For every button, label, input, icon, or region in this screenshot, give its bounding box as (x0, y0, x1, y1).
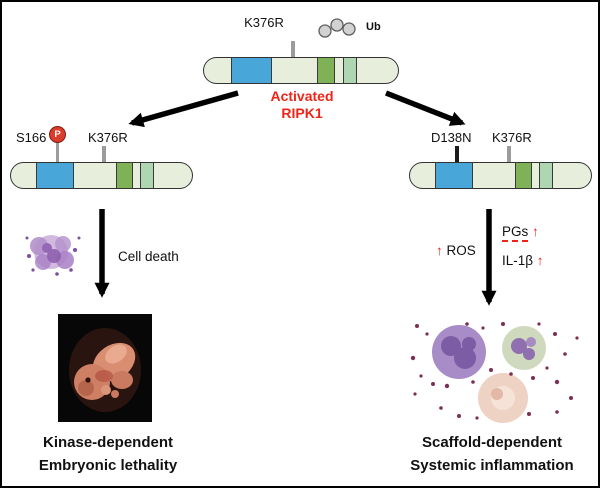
left-outcome-line1: Kinase-dependent (42, 434, 174, 451)
s166-label: S166 (16, 130, 47, 145)
left-outcome-line2: Embryonic lethality (38, 457, 178, 474)
granule-dots (410, 322, 579, 420)
pgs-label: PGs (502, 224, 529, 242)
right-outcome-text: Scaffold-dependent Systemic inflammation (394, 431, 590, 477)
intermediate-domain-top (316, 58, 335, 83)
dying-cell-blobs (25, 235, 81, 276)
dying-cell-cluster-icon (25, 235, 81, 276)
intermediate-domain-left (115, 163, 134, 188)
d138n-label: D138N (431, 130, 472, 145)
arrow-top-to-left-icon (128, 90, 239, 128)
embryo-illustration (69, 328, 141, 412)
immune-cells-icon (410, 322, 579, 423)
top-k376r-label: K376R (244, 15, 284, 30)
death-domain-left (140, 163, 154, 188)
right-outcome-line2: Systemic inflammation (410, 457, 574, 474)
kinase-domain-left (36, 163, 75, 188)
il1b-up-arrow-icon: ↑ (536, 253, 544, 268)
pgs-up-arrow-icon: ↑ (532, 224, 539, 239)
kinase-domain-right (435, 163, 474, 188)
right-k376r-tick (507, 146, 511, 162)
cell-death-label: Cell death (118, 249, 179, 264)
activated-line: Activated (270, 88, 334, 104)
intermediate-domain-right (514, 163, 533, 188)
left-k376r-tick (102, 146, 106, 162)
ros-indicator: ↑ ROS (436, 243, 476, 258)
ros-up-arrow-icon: ↑ (436, 243, 443, 258)
top-k376r-tick (291, 41, 295, 57)
protein-bar-top (203, 57, 399, 84)
il1b-label: IL-1β (502, 253, 534, 268)
arrow-top-to-right-icon (384, 90, 466, 126)
protein-bar-right (409, 162, 592, 189)
ubiquitin-chain-icon (318, 18, 356, 38)
ros-label: ROS (446, 243, 476, 258)
immune-cells-group (410, 322, 579, 423)
embryo-photo (58, 314, 152, 422)
ubiquitin-label: Ub (366, 21, 381, 33)
left-k376r-label: K376R (88, 130, 128, 145)
kinase-domain-top (231, 58, 272, 83)
d138n-tick (455, 146, 459, 162)
activated-ripk1-label: Activated RIPK1 (246, 88, 358, 122)
phospho-stick (56, 142, 59, 162)
death-domain-top (342, 58, 358, 83)
protein-bar-left (10, 162, 193, 189)
right-outcome-line1: Scaffold-dependent (421, 434, 562, 451)
ripk1-line: RIPK1 (281, 105, 323, 121)
death-domain-right (539, 163, 553, 188)
phospho-p-icon: P (49, 126, 66, 143)
il1b-indicator: IL-1β ↑ (502, 253, 544, 268)
left-outcome-text: Kinase-dependent Embryonic lethality (10, 431, 206, 477)
pgs-indicator: PGs ↑ (502, 224, 539, 242)
right-k376r-label: K376R (492, 130, 532, 145)
